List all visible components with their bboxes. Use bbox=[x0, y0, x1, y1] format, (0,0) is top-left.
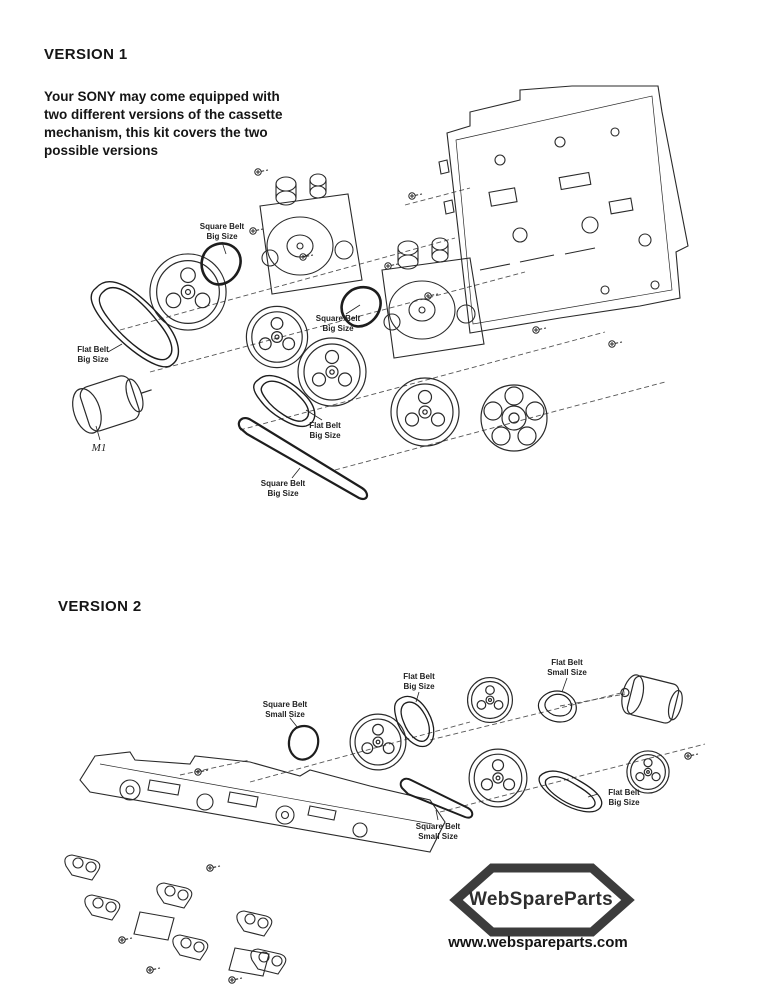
description-line: mechanism, this kit covers the two bbox=[44, 125, 268, 141]
chassis-plate-v1 bbox=[439, 86, 688, 333]
roller-bracket bbox=[250, 948, 287, 975]
flat-belt-big-4 bbox=[539, 771, 602, 812]
label-flat-belt-big-top: Flat Belt Big Size bbox=[403, 672, 435, 693]
flat-belt-big-2 bbox=[254, 376, 315, 427]
square-belt-small-1 bbox=[289, 726, 318, 760]
square-belt-big-3-long bbox=[239, 418, 367, 499]
pulley-mid-left bbox=[245, 305, 309, 369]
label-line: Small Size bbox=[547, 668, 587, 678]
pulley-lower-v2 bbox=[468, 748, 528, 808]
version1-description: Your SONY may come equipped with two dif… bbox=[44, 88, 283, 160]
version1-title: VERSION 1 bbox=[44, 46, 128, 63]
version2-diagram bbox=[64, 560, 759, 984]
motor-m1 bbox=[67, 368, 158, 437]
label-line: Square Belt bbox=[199, 222, 245, 231]
flat-belt-big-3 bbox=[395, 696, 434, 746]
label-line: Flat Belt bbox=[77, 345, 109, 354]
screw-icon bbox=[146, 966, 161, 974]
screw-icon bbox=[608, 340, 623, 348]
label-line: Big Size bbox=[267, 489, 299, 499]
label-line: Big Size bbox=[206, 232, 238, 242]
pulley-large-left bbox=[149, 253, 227, 331]
deck-mechanism-2 bbox=[381, 237, 485, 359]
mount-plate bbox=[229, 948, 269, 976]
roller-bracket bbox=[236, 910, 273, 937]
label-line: Big Size bbox=[322, 324, 354, 334]
roller-bracket bbox=[84, 894, 121, 921]
label-line: Flat Belt bbox=[309, 421, 341, 430]
screw-icon bbox=[408, 192, 423, 200]
label-line: Square Belt bbox=[415, 822, 461, 831]
label-square-belt-small-bottom: Square Belt Small Size bbox=[416, 822, 460, 843]
label-line: Big Size bbox=[608, 798, 640, 808]
label-line: M1 bbox=[91, 442, 107, 454]
label-square-belt-small-left: Square Belt Small Size bbox=[263, 700, 307, 721]
pulley-upper-v2 bbox=[467, 677, 513, 723]
label-line: Flat Belt bbox=[403, 672, 435, 681]
logo-text: WebSpareParts bbox=[469, 889, 613, 910]
label-line: Square Belt bbox=[315, 314, 361, 323]
screw-icon bbox=[684, 752, 699, 760]
label-leader-lines bbox=[96, 242, 360, 478]
mount-plate bbox=[134, 912, 174, 940]
label-flat-belt-big-mid: Flat Belt Big Size bbox=[309, 421, 341, 442]
label-square-belt-big-mid: Square Belt Big Size bbox=[316, 314, 360, 335]
label-line: Big Size bbox=[403, 682, 435, 692]
screw-icon bbox=[424, 292, 439, 300]
label-line: Big Size bbox=[309, 431, 341, 441]
square-belt-small-2-long bbox=[401, 779, 473, 818]
label-flat-belt-small: Flat Belt Small Size bbox=[547, 658, 587, 679]
assembly-axis-lines bbox=[120, 188, 665, 470]
label-square-belt-big-bottom: Square Belt Big Size bbox=[261, 479, 305, 500]
roller-bracket bbox=[156, 882, 193, 909]
screw-icon bbox=[118, 936, 133, 944]
description-line: Your SONY may come equipped with bbox=[44, 89, 280, 104]
pulley-center bbox=[297, 337, 367, 407]
deck-mechanism-1 bbox=[259, 173, 363, 295]
label-flat-belt-big-left: Flat Belt Big Size bbox=[77, 345, 109, 366]
label-line: Square Belt bbox=[260, 479, 306, 488]
version1-diagram bbox=[0, 0, 759, 560]
screw-icon bbox=[254, 168, 269, 176]
square-belt-big-1 bbox=[202, 243, 241, 284]
square-belt-big-2 bbox=[342, 287, 381, 326]
screw-icon bbox=[206, 864, 221, 872]
roller-bracket bbox=[64, 854, 101, 881]
label-line: Small Size bbox=[418, 832, 458, 842]
website-url: www.webspareparts.com bbox=[448, 934, 628, 951]
screw-icon bbox=[299, 253, 314, 261]
webspareparts-logo bbox=[456, 868, 628, 932]
roller-bracket bbox=[172, 934, 209, 961]
flat-belt-small-1 bbox=[538, 691, 576, 722]
flywheel-lobed bbox=[481, 385, 547, 451]
description-line: possible versions bbox=[44, 143, 159, 159]
motor-v2 bbox=[616, 672, 686, 726]
flat-belt-big-1 bbox=[91, 282, 178, 367]
label-leader-lines bbox=[290, 678, 598, 820]
screw-icon bbox=[532, 326, 547, 334]
flywheel-left bbox=[390, 377, 460, 447]
screw-icon bbox=[228, 976, 243, 984]
label-flat-belt-big-right: Flat Belt Big Size bbox=[608, 788, 640, 809]
label-line: Square Belt bbox=[262, 700, 308, 709]
version2-title: VERSION 2 bbox=[58, 598, 142, 615]
label-line: Big Size bbox=[77, 355, 109, 365]
label-line: Small Size bbox=[265, 710, 305, 720]
label-square-belt-big-top: Square Belt Big Size bbox=[200, 222, 244, 243]
label-motor-m1: M1 bbox=[92, 441, 107, 455]
label-line: Flat Belt bbox=[551, 658, 583, 667]
screw-icon bbox=[249, 227, 264, 235]
chassis-plate-v2 bbox=[80, 752, 445, 852]
pulley-right-v2 bbox=[626, 750, 670, 794]
description-line: two different versions of the cassette bbox=[44, 107, 283, 123]
label-line: Flat Belt bbox=[608, 788, 640, 797]
